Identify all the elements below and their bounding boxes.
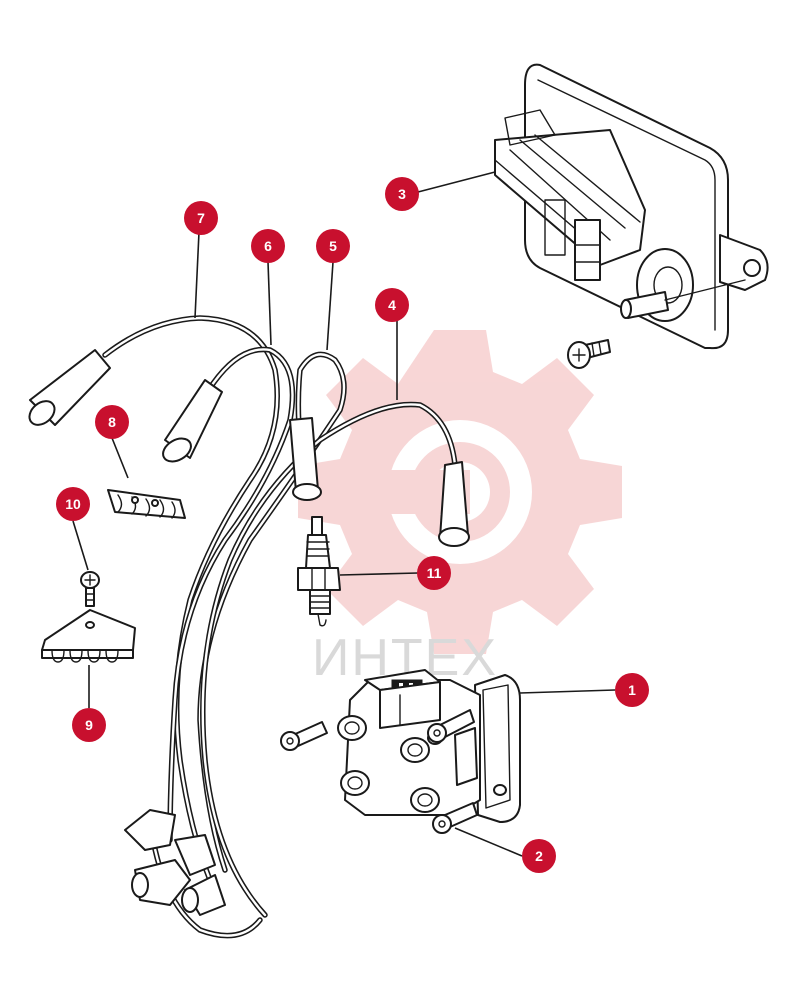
callout-label-10: 10	[65, 496, 81, 512]
spark-plug	[297, 516, 341, 627]
ecu-screw	[567, 339, 611, 369]
callout-9: 9	[72, 708, 106, 742]
callout-label-7: 7	[197, 210, 205, 226]
callout-label-5: 5	[329, 238, 337, 254]
lead-4-boot	[438, 461, 470, 547]
callout-7: 7	[184, 201, 218, 235]
callout-11: 11	[417, 556, 451, 590]
lead-7-boot	[28, 349, 111, 426]
coil-end-boots	[124, 809, 226, 916]
callout-6: 6	[251, 229, 285, 263]
callout-3: 3	[385, 177, 419, 211]
callout-label-2: 2	[535, 848, 543, 864]
callout-2: 2	[522, 839, 556, 873]
callout-1: 1	[615, 673, 649, 707]
lead-6-boot	[162, 379, 223, 463]
callout-8: 8	[95, 405, 129, 439]
callout-5: 5	[316, 229, 350, 263]
callout-label-9: 9	[85, 717, 93, 733]
lead-holder-bracket	[41, 609, 136, 663]
callout-label-4: 4	[388, 297, 396, 313]
callout-label-11: 11	[427, 565, 442, 581]
lead-separator-clip	[107, 489, 186, 519]
leader-lines	[72, 171, 616, 857]
coil-mounting-bolts	[280, 709, 478, 834]
lead-5-boot	[289, 417, 322, 501]
callout-label-1: 1	[628, 682, 636, 698]
engine-control-module	[494, 63, 769, 350]
callout-label-3: 3	[398, 186, 406, 202]
callout-label-8: 8	[108, 414, 116, 430]
callout-label-6: 6	[264, 238, 272, 254]
ignition-coil	[337, 669, 521, 823]
callout-4: 4	[375, 288, 409, 322]
ht-leads	[102, 315, 458, 939]
callout-10: 10	[56, 487, 90, 521]
holder-screw	[80, 571, 100, 607]
